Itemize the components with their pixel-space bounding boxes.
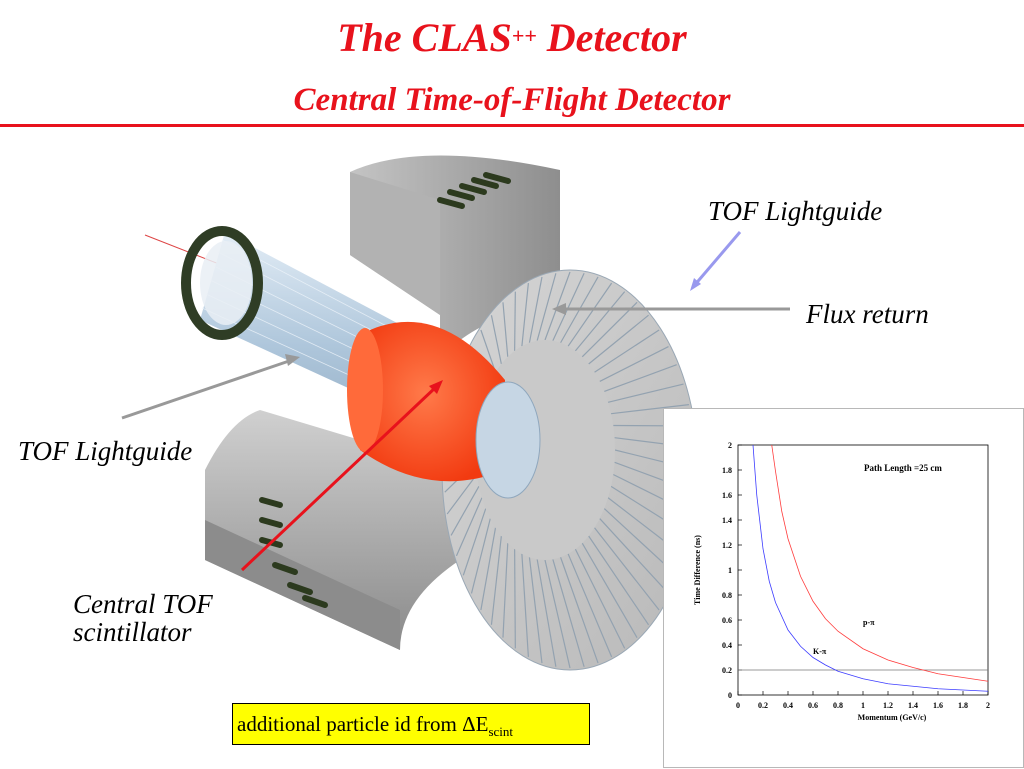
- y-tick-label: 1.2: [722, 541, 732, 550]
- x-tick-label: 1.6: [933, 701, 943, 710]
- series-line: [772, 445, 988, 681]
- particle-id-note: additional particle id from ΔEscint: [232, 703, 590, 745]
- x-tick-label: 0.2: [758, 701, 768, 710]
- label-central-tof-line2: scintillator: [73, 617, 192, 647]
- plot-xlabel: Momentum (GeV/c): [858, 713, 927, 722]
- x-tick-label: 1.2: [883, 701, 893, 710]
- x-tick-label: 0.8: [833, 701, 843, 710]
- plot-svg: Path Length =25 cm Momentum (GeV/c) Time…: [664, 409, 1024, 769]
- x-tick-label: 0: [736, 701, 740, 710]
- y-tick-label: 0.2: [722, 666, 732, 675]
- y-tick-label: 0: [728, 691, 732, 700]
- plot-ylabel: Time Difference (ns): [693, 535, 702, 605]
- label-central-tof-line1: Central TOF: [73, 589, 213, 619]
- label-tof-lightguide-left: TOF Lightguide: [18, 436, 192, 466]
- x-tick-label: 1.8: [958, 701, 968, 710]
- x-tick-label: 0.6: [808, 701, 818, 710]
- plot-title: Path Length =25 cm: [864, 463, 942, 473]
- y-tick-label: 1.4: [722, 516, 732, 525]
- series-label: p-π: [863, 618, 875, 627]
- plot-frame: [738, 445, 988, 695]
- y-tick-label: 1.8: [722, 466, 732, 475]
- scintillator-end: [476, 382, 540, 498]
- x-tick-label: 0.4: [783, 701, 793, 710]
- series-line: [753, 445, 988, 691]
- arrow-lightguide-left: [122, 360, 292, 418]
- arrow-lightguide-top: [693, 232, 740, 287]
- y-tick-label: 1.6: [722, 491, 732, 500]
- y-tick-label: 0.8: [722, 591, 732, 600]
- x-tick-label: 2: [986, 701, 990, 710]
- ring-spoke: [515, 292, 516, 351]
- ring-spoke: [515, 549, 516, 648]
- x-tick-label: 1: [861, 701, 865, 710]
- label-flux-return: Flux return: [806, 299, 929, 329]
- y-tick-label: 1: [728, 566, 732, 575]
- x-tick-label: 1.4: [908, 701, 918, 710]
- series-label: K-π: [813, 647, 827, 656]
- y-tick-label: 0.4: [722, 641, 732, 650]
- label-tof-lightguide-top: TOF Lightguide: [708, 196, 882, 226]
- time-difference-plot: Path Length =25 cm Momentum (GeV/c) Time…: [663, 408, 1024, 768]
- y-tick-label: 0.6: [722, 616, 732, 625]
- y-tick-label: 2: [728, 441, 732, 450]
